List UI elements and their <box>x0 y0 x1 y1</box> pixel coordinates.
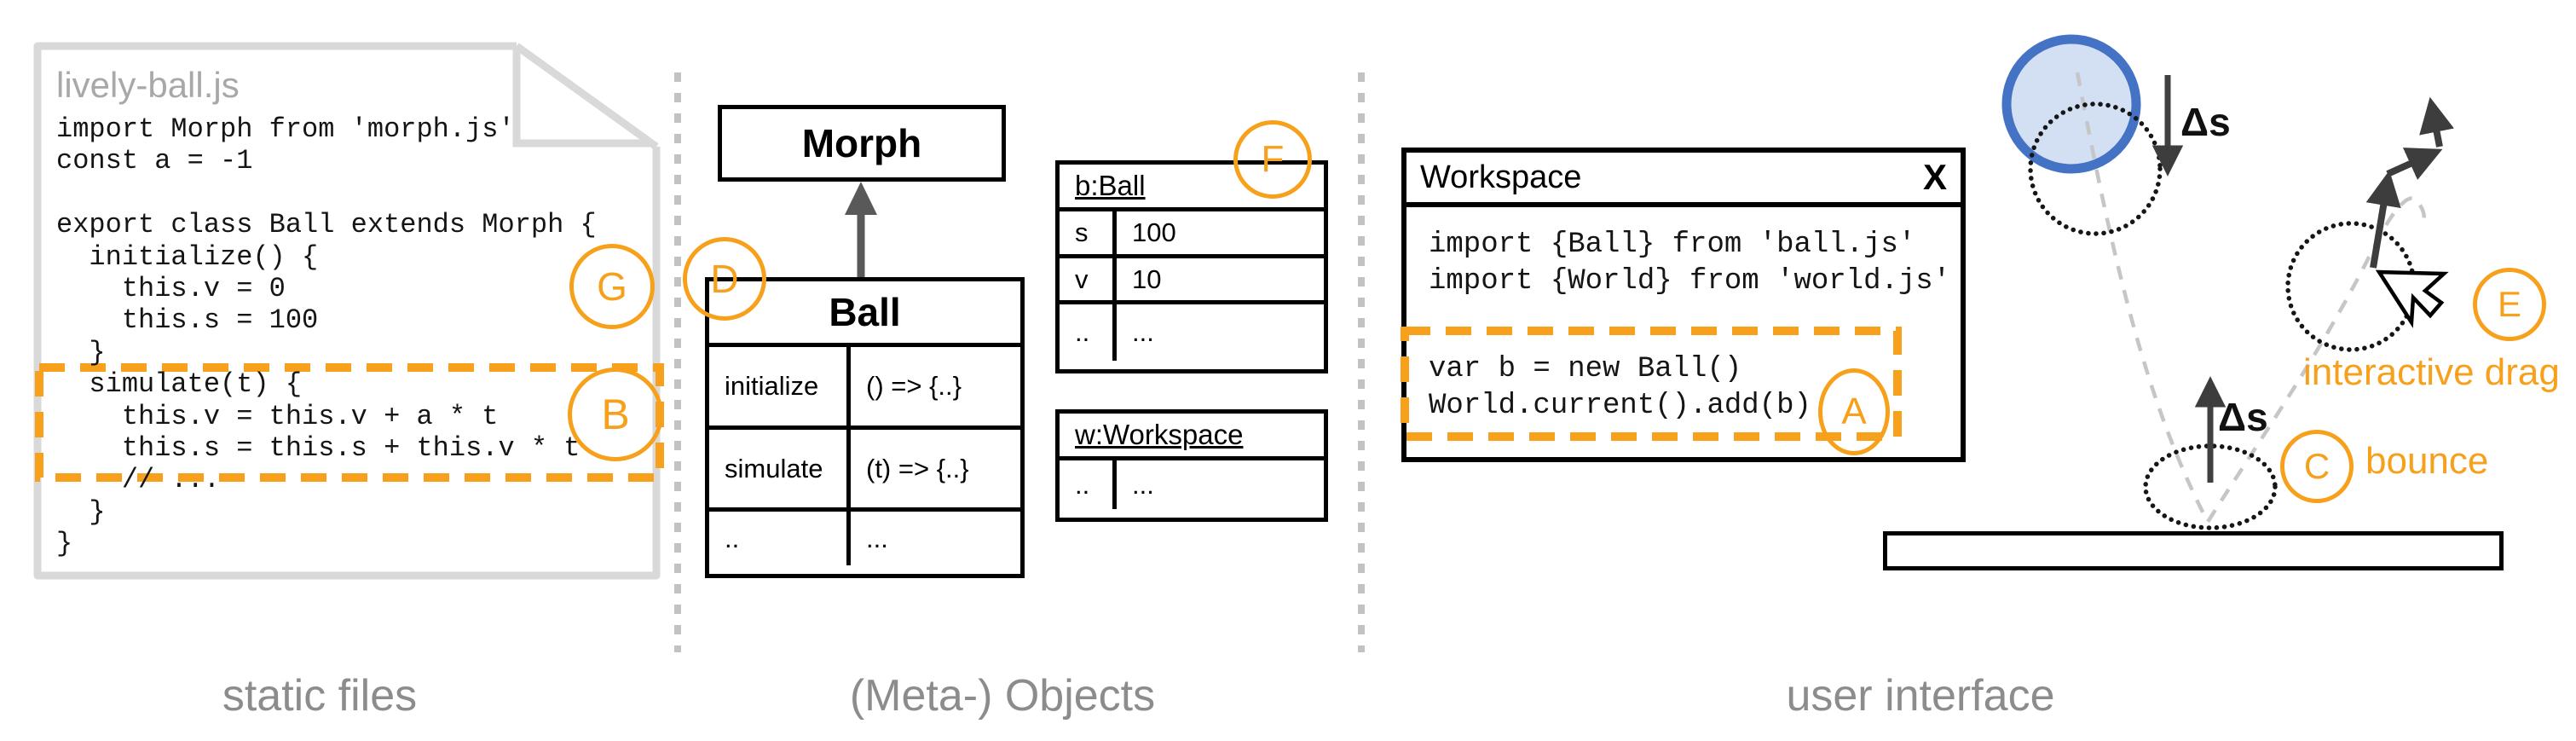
inheritance-arrow <box>845 182 877 277</box>
section-label-user-interface: user interface <box>1786 671 2055 721</box>
cell-method-value: () => {..} <box>866 371 962 401</box>
marker-A: A <box>1818 368 1890 455</box>
class-table-ball-title: Ball <box>709 281 1020 347</box>
cell-attr-value: ... <box>1132 317 1154 347</box>
cell-method-value: (t) => {..} <box>866 453 969 483</box>
workspace-imports-code[interactable]: import {Ball} from 'ball.js' import {Wor… <box>1429 229 1951 298</box>
file-code: import Morph from 'morph.js' const a = -… <box>56 113 597 560</box>
workspace-title: Workspace <box>1420 159 1582 195</box>
table-row: .. ... <box>1060 460 1324 509</box>
mouse-cursor-icon <box>2375 269 2449 328</box>
drag-vectors <box>2365 96 2455 269</box>
object-table-w-workspace-title: w:Workspace <box>1060 414 1324 460</box>
ground-bar <box>1883 531 2504 570</box>
workspace-eval-code[interactable]: var b = new Ball() World.current().add(b… <box>1429 353 1811 422</box>
table-row: v 10 <box>1060 258 1324 304</box>
close-icon[interactable]: X <box>1922 157 1947 197</box>
object-table-w-workspace: w:Workspace .. ... <box>1055 409 1328 522</box>
cell-method-name: simulate <box>709 430 851 507</box>
table-row: initialize () => {..} <box>709 347 1020 430</box>
interactive-drag-label: interactive drag <box>2303 351 2560 393</box>
dog-ear-fold-icon <box>512 46 653 148</box>
ball-morph <box>2001 34 2141 174</box>
table-row: .. ... <box>709 512 1020 565</box>
file-name: lively-ball.js <box>56 65 240 105</box>
object-table-b-ball-title: b:Ball <box>1060 165 1324 211</box>
cell-method-name: initialize <box>709 347 851 425</box>
cell-attr-name: .. <box>1060 304 1117 361</box>
cell-attr-name: .. <box>1060 460 1117 509</box>
cell-method-name: .. <box>709 512 851 565</box>
delta-s-fall-label: Δs <box>2180 100 2231 144</box>
table-row: simulate (t) => {..} <box>709 430 1020 512</box>
section-label-meta-objects: (Meta-) Objects <box>849 671 1156 721</box>
arrowhead-icon <box>845 182 877 215</box>
table-row: .. ... <box>1060 304 1324 361</box>
object-table-b-ball: b:Ball s 100 v 10 .. ... <box>1055 160 1328 373</box>
marker-G: G <box>569 244 655 329</box>
trajectory-path <box>2075 72 2426 526</box>
ghost-ball-bounce <box>2143 443 2278 530</box>
cell-method-value: ... <box>866 523 888 553</box>
marker-D: D <box>683 237 766 321</box>
cell-attr-name: v <box>1060 258 1117 300</box>
cell-attr-value: ... <box>1132 469 1154 500</box>
cell-attr-name: s <box>1060 211 1117 254</box>
cell-attr-value: 100 <box>1132 217 1176 247</box>
cell-attr-value: 10 <box>1132 263 1162 294</box>
marker-B: B <box>568 368 663 461</box>
table-row: s 100 <box>1060 211 1324 258</box>
delta-s-bounce-label: Δs <box>2218 395 2268 439</box>
class-box-morph: Morph <box>718 105 1006 182</box>
workspace-titlebar[interactable]: Workspace X <box>1406 153 1961 207</box>
class-table-ball: Ball initialize () => {..} simulate (t) … <box>705 277 1025 578</box>
section-label-static-files: static files <box>222 671 418 721</box>
marker-F: F <box>1233 120 1312 199</box>
marker-E: E <box>2473 268 2546 341</box>
marker-C: C <box>2280 430 2354 503</box>
bounce-label: bounce <box>2365 440 2489 482</box>
